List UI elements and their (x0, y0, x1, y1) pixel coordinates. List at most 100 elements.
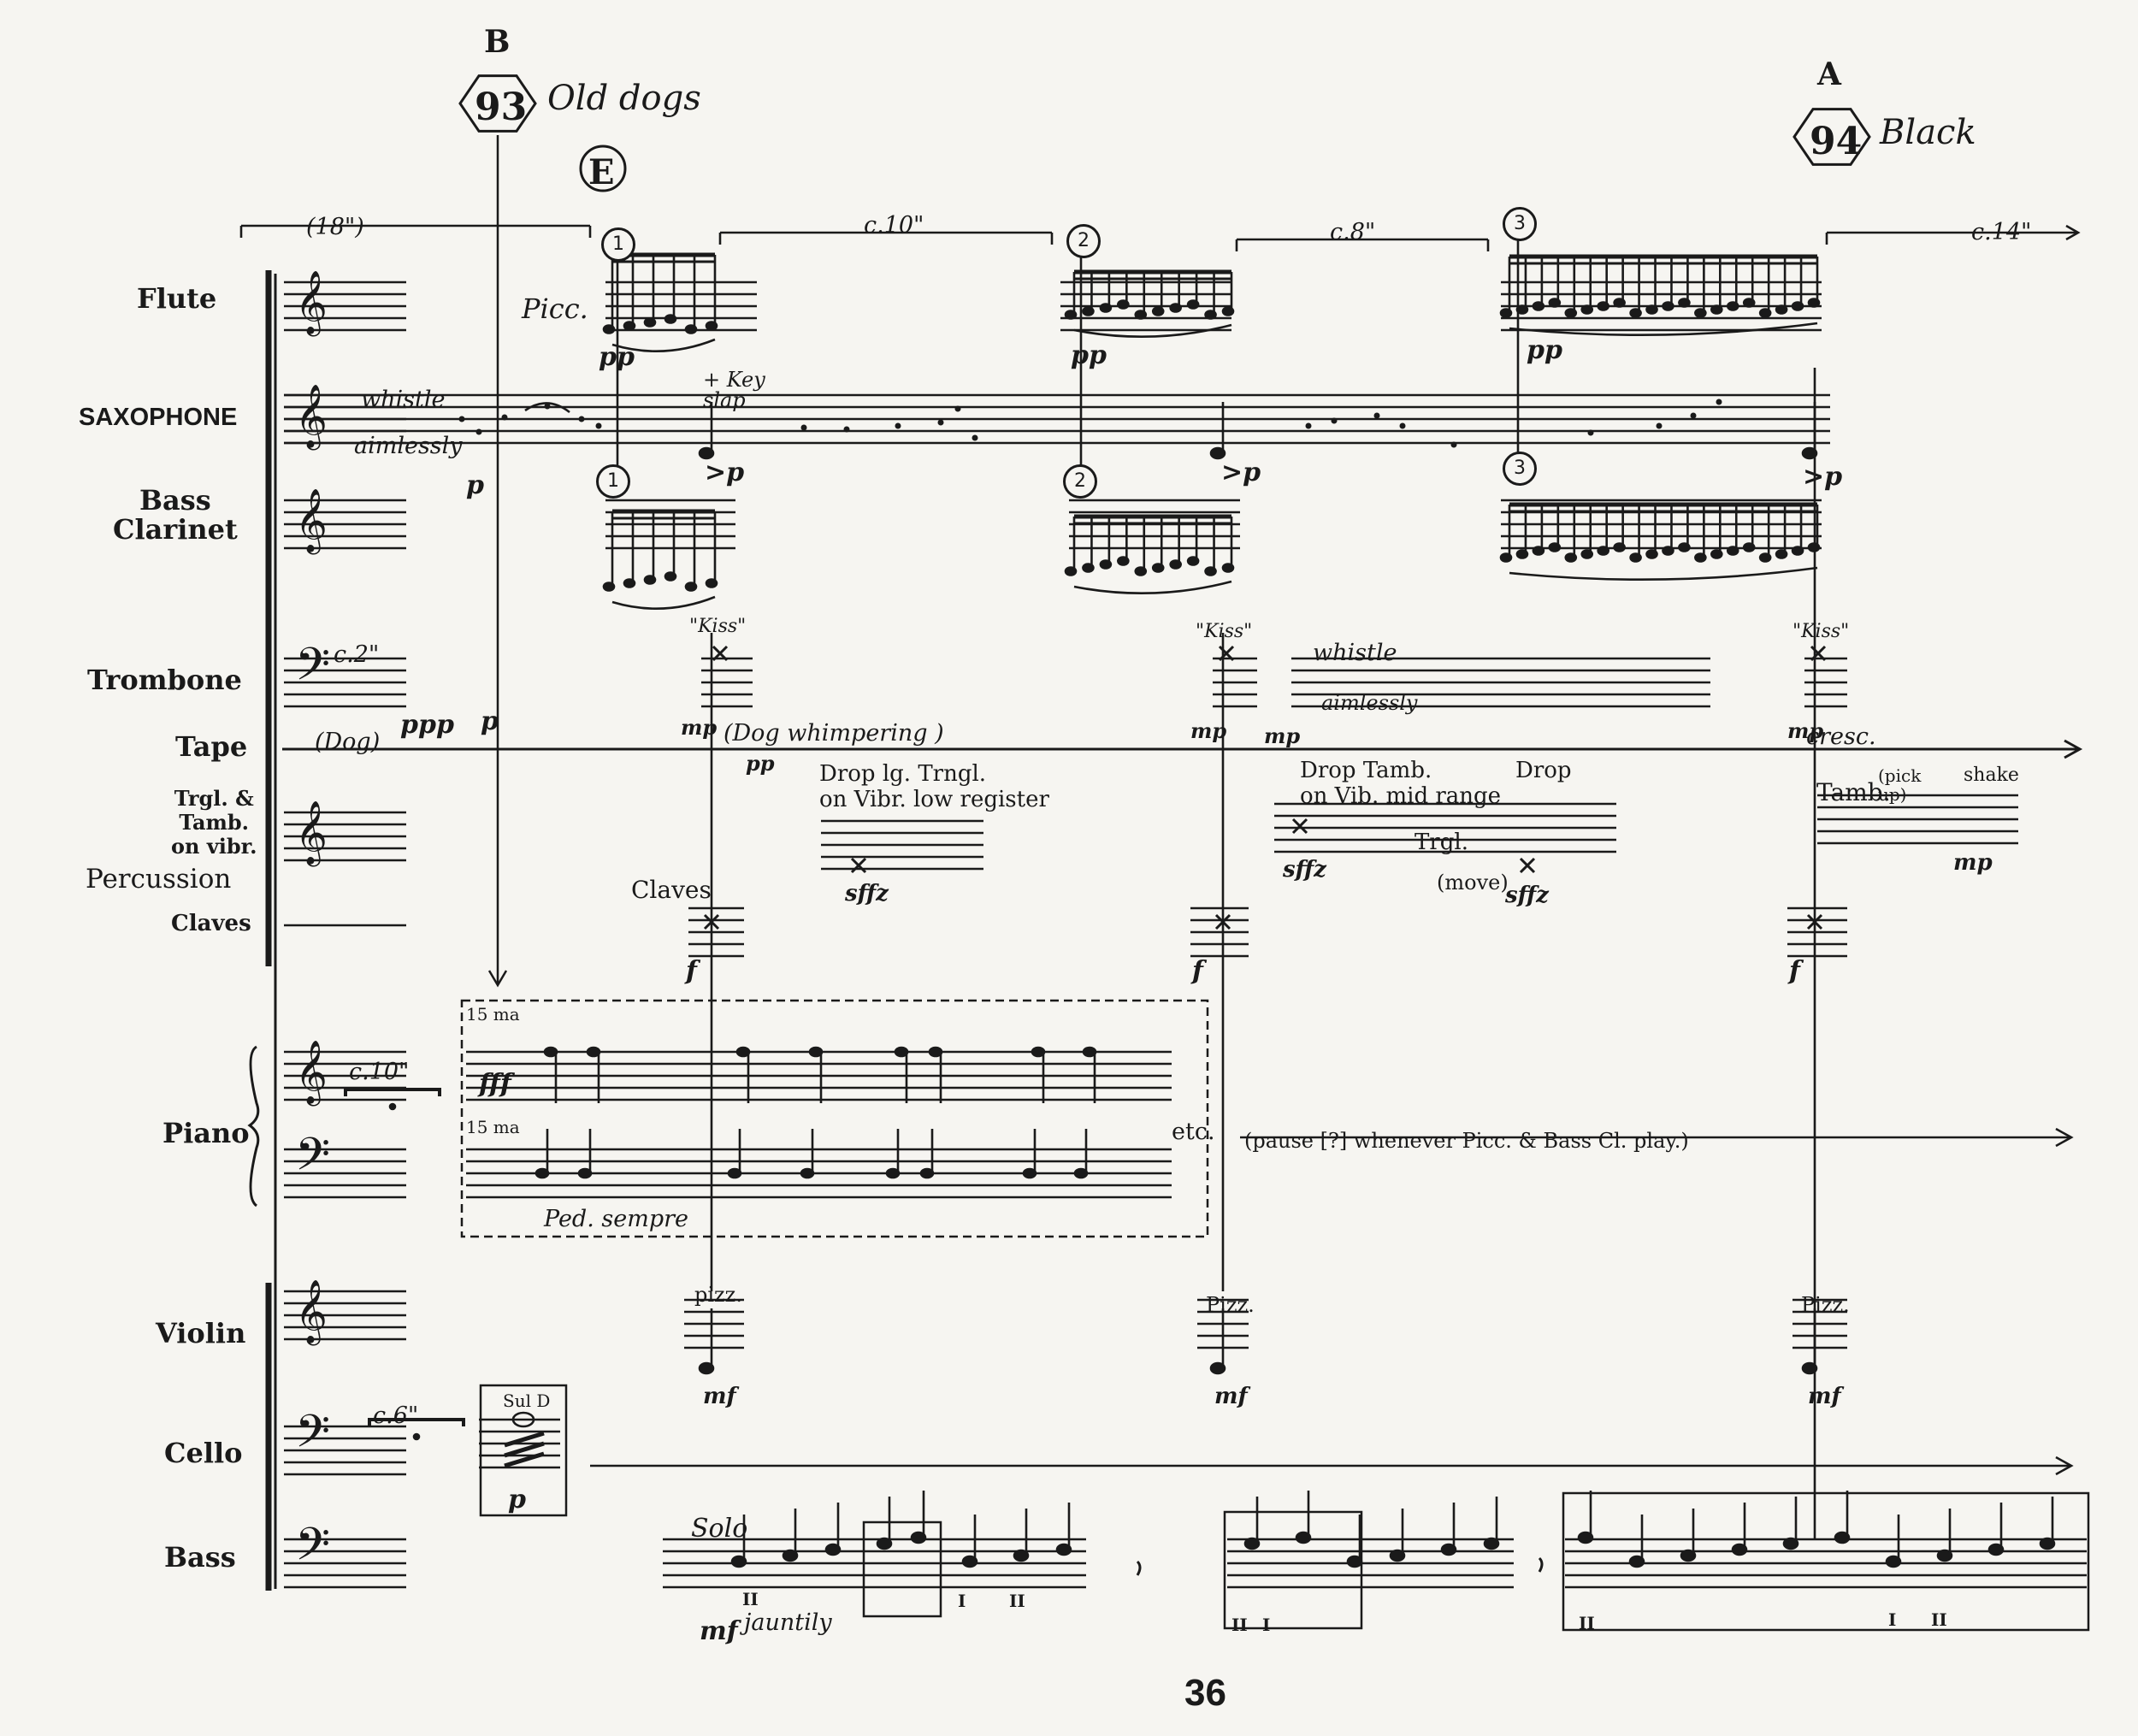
tbn-cresc: cresc. (1806, 723, 1876, 750)
bass-head-23 (1987, 1543, 2005, 1556)
x-notehead-3 (1519, 857, 1536, 874)
label-tape: Tape (175, 730, 248, 763)
clef-cello: 𝄢 (295, 1406, 330, 1469)
sax-curve-1 (524, 402, 570, 414)
perc-drop-large-triangle: Drop lg. Trngl. on Vibr. low register (819, 761, 1049, 812)
claves-cue-label: Claves (631, 876, 712, 904)
staff-piano-passage-lower (466, 1148, 1172, 1199)
piano-continue-arrow (2055, 1127, 2074, 1148)
arrow-93-head (487, 970, 508, 988)
piano-upper-head-3 (735, 1046, 751, 1058)
circle-e (579, 145, 627, 192)
perc-tamb: Tamb. (1816, 778, 1891, 806)
bass-head-8 (1055, 1543, 1072, 1556)
clef-saxophone: 𝄞 (295, 385, 328, 451)
label-saxophone: SAXOPHONE (79, 404, 238, 431)
clef-perc: 𝄞 (295, 801, 328, 867)
timing-line-14-arrow (2065, 224, 2081, 241)
piano-upper-head-8 (1082, 1046, 1097, 1058)
sax-dot-9 (895, 422, 901, 429)
staff-perc-fragment-2 (1274, 802, 1616, 853)
label-triangle-tambourine: Trgl. & Tamb. on vibr. (171, 786, 257, 859)
cello-sul-d: Sul D (503, 1391, 551, 1411)
rehearsal-title-old-dogs: Old dogs (547, 79, 701, 118)
tbn-aimlessly: aimlessly (1321, 691, 1418, 715)
staff-flute-passage-2 (1060, 280, 1231, 332)
bass-box-3 (1562, 1491, 2090, 1632)
bass-head-5 (910, 1531, 927, 1544)
clef-bass-clarinet: 𝄞 (295, 489, 328, 555)
x-notehead-9 (1810, 645, 1827, 662)
cello-pause-dot (412, 1432, 421, 1441)
marks: 𝄞𝄞𝄞𝄢𝄞𝄞𝄢𝄞𝄢𝄢 (239, 74, 2090, 1632)
timing-trombone: c.2" (334, 641, 380, 668)
bass-box-1 (862, 1520, 942, 1618)
bass-head-14 (1483, 1537, 1500, 1550)
cello-tremolo-1 (504, 1431, 545, 1448)
piano-lower-head-8 (1073, 1167, 1089, 1179)
dyn-pp-1: pp (599, 342, 635, 372)
staff-flute (284, 280, 406, 332)
piano-upper-head-6 (928, 1046, 943, 1058)
piano-pause-dot (388, 1102, 397, 1111)
bass-head-1 (730, 1555, 747, 1568)
sax-dot-2 (475, 428, 482, 435)
bass-head-10 (1295, 1531, 1312, 1544)
timing-10: c.10" (864, 212, 924, 239)
x-notehead-2 (1291, 818, 1308, 835)
sax-dot-17 (1450, 441, 1457, 448)
sax-dot-14 (1331, 417, 1338, 424)
staff-claves-fragment-3 (1787, 906, 1847, 958)
staff-violin (284, 1290, 406, 1341)
bass-string-ii-3: II (1231, 1615, 1248, 1635)
sax-dot-5 (578, 416, 585, 422)
sax-dot-21 (1716, 399, 1722, 405)
staff-claves-fragment-1 (688, 906, 744, 958)
picc-label: Picc. (522, 292, 588, 325)
hexagon-94 (1792, 108, 1871, 166)
cue-3-bottom: 3 (1503, 452, 1537, 486)
piano-lower-head-5 (885, 1167, 901, 1179)
sax-dot-15 (1373, 412, 1380, 419)
cue-2-bottom: 2 (1063, 464, 1097, 499)
sax-slap-head-3 (1801, 446, 1818, 460)
hexagon-93 (458, 74, 537, 133)
tbn-kiss-1: "Kiss" (689, 616, 747, 637)
dyn-pp-2: pp (1071, 340, 1107, 370)
perc-sffz-3: sffz (1505, 883, 1549, 908)
piano-ped-sempre: Ped. sempre (544, 1206, 688, 1232)
cello-note (511, 1411, 535, 1428)
clef-bass: 𝄢 (295, 1519, 330, 1582)
bass-head-20 (1834, 1531, 1851, 1544)
bass-dyn-mf: mf (700, 1616, 738, 1646)
sax-dyn-1: >p (705, 458, 745, 487)
piano-upper-head-7 (1031, 1046, 1046, 1058)
violin-head-1 (698, 1361, 715, 1375)
sax-slap-head-2 (1209, 446, 1226, 460)
sax-dot-1 (458, 416, 465, 422)
sax-dot-6 (595, 422, 602, 429)
staff-tbn-fragment-1 (701, 657, 753, 708)
perc-shake: shake (1964, 765, 2019, 786)
violin-mf-3: mf (1808, 1384, 1841, 1409)
piano-upper-head-2 (586, 1046, 601, 1058)
tbn-dyn-mp-3: mp (1264, 723, 1301, 748)
staff-tbn-fragment-3 (1804, 657, 1847, 708)
bcl-cluster-3 (1499, 502, 1821, 581)
bass-head-6 (961, 1555, 978, 1568)
cue-1-top: 1 (601, 227, 635, 262)
label-percussion: Percussion (86, 864, 232, 895)
bass-head-3 (824, 1543, 842, 1556)
x-notehead-6 (1806, 913, 1823, 930)
bass-string-ii-4: II (1579, 1613, 1595, 1633)
x-notehead-7 (712, 645, 729, 662)
rehearsal-title-black: Black (1880, 113, 1976, 152)
claves-f-1: f (686, 956, 697, 986)
cue-3-top: 3 (1503, 207, 1537, 241)
staff-saxophone-long (284, 393, 1830, 445)
bass-head-9 (1243, 1537, 1261, 1550)
sax-dyn-3: >p (1803, 462, 1843, 492)
violin-head-2 (1209, 1361, 1226, 1375)
clef-piano-upper: 𝄞 (295, 1041, 328, 1107)
piano-pause (344, 1088, 441, 1096)
